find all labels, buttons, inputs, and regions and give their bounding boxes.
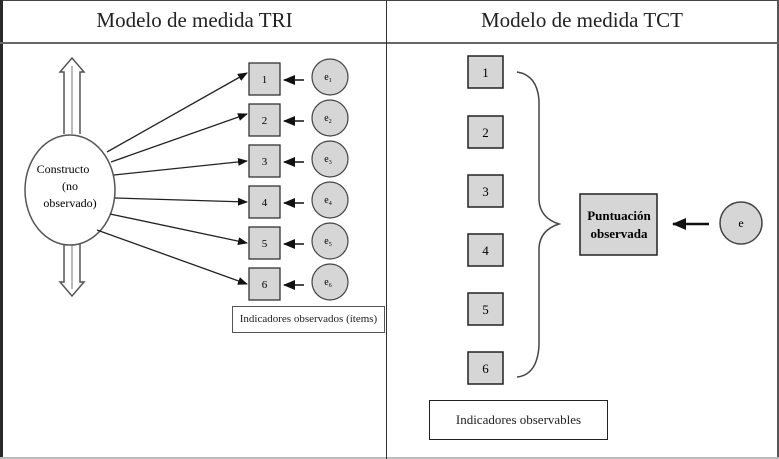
- tct-item-box: [467, 351, 504, 385]
- tri-error-circle: [311, 222, 349, 260]
- tct-item-label: 2: [482, 125, 489, 140]
- tri-item-box: [248, 144, 281, 178]
- loading-arrow: [110, 113, 248, 163]
- tri-indicators-label: Indicadores observados (ítems): [232, 306, 385, 333]
- tri-item-box: [248, 226, 281, 260]
- tct-diagram: 1 2 3 4 5 6 Puntuación observada e: [467, 55, 763, 385]
- tri-error-label: e2: [324, 113, 331, 125]
- loading-arrow: [96, 229, 248, 285]
- loading-arrow: [109, 213, 248, 246]
- tct-item-box: [467, 233, 504, 267]
- frame-border-right: [777, 0, 779, 459]
- tct-header: Modelo de medida TCT: [481, 8, 683, 32]
- error-circle: [719, 201, 763, 245]
- column-divider: [386, 0, 387, 459]
- observed-score-box: [579, 193, 658, 256]
- observed-score-line2: observada: [590, 226, 648, 241]
- tct-item-label: 6: [482, 361, 489, 376]
- tri-item-box: [248, 103, 281, 137]
- tri-error-circle: [311, 140, 349, 178]
- construct-ellipse: [24, 134, 116, 246]
- error-label: e: [738, 216, 743, 230]
- tri-error-label: e6: [324, 277, 331, 289]
- tri-item-label: 3: [262, 156, 268, 168]
- frame-border-top: [0, 0, 779, 1]
- tri-item-label: 6: [262, 279, 268, 291]
- tri-item-label: 4: [262, 197, 268, 209]
- construct-label-line2: (no: [62, 179, 78, 193]
- tct-item-label: 1: [482, 65, 489, 80]
- tct-item-box: [467, 55, 504, 89]
- tri-error-circle: [311, 263, 349, 301]
- loading-arrow: [106, 72, 248, 153]
- construct-label-line1: Constructo: [37, 162, 90, 176]
- tri-item-label: 1: [262, 74, 268, 86]
- tri-error-label: e1: [324, 72, 331, 84]
- tri-error-circle: [311, 99, 349, 137]
- tct-item-box: [467, 174, 504, 208]
- header-divider: [0, 42, 779, 44]
- tri-item-label: 2: [262, 115, 268, 127]
- tri-item-box: [248, 267, 281, 301]
- grouping-brace: [516, 71, 562, 378]
- observed-score-line1: Puntuación: [587, 208, 651, 223]
- loading-arrow: [113, 157, 248, 176]
- tri-diagram: Constructo (no observado) 1 e1 2 e2 3 e3 4 e4 5 e…: [24, 56, 349, 301]
- tri-error-circle: [311, 58, 349, 96]
- tri-error-circle: [311, 181, 349, 219]
- construct-label-line3: observado): [43, 196, 96, 210]
- tri-error-label: e5: [324, 236, 331, 248]
- tct-item-box: [467, 292, 504, 326]
- tri-header: Modelo de medida TRI: [96, 8, 293, 32]
- tct-item-label: 4: [482, 243, 489, 258]
- tri-item-box: [248, 62, 281, 96]
- frame-border-left: [0, 0, 3, 459]
- up-double-arrow-icon: [58, 56, 86, 134]
- tri-error-label: e4: [324, 195, 331, 207]
- down-double-arrow-icon: [58, 243, 86, 298]
- frame-border-bottom: [0, 457, 779, 459]
- tct-indicators-label: Indicadores observables: [429, 400, 608, 440]
- tct-item-label: 3: [482, 184, 489, 199]
- tct-item-label: 5: [482, 302, 489, 317]
- loading-arrow: [114, 197, 248, 206]
- tct-item-box: [467, 115, 504, 149]
- tri-item-label: 5: [262, 238, 268, 250]
- tri-item-box: [248, 185, 281, 219]
- tri-error-label: e3: [324, 154, 331, 166]
